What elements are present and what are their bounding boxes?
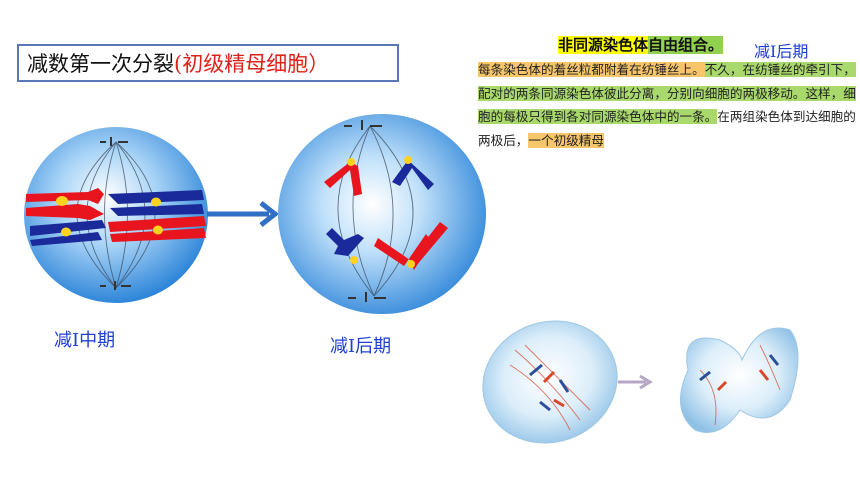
dividing-cell-illustration <box>482 320 799 444</box>
anaphase-stage-label: 减Ⅰ后期 <box>754 42 809 61</box>
text-segment-3: 在两组染色体到达细胞的两极后， <box>478 109 856 148</box>
anaphase-cell-diagram <box>278 114 486 314</box>
metaphase-cell-diagram <box>24 127 208 303</box>
text-segment-1: 每条染色体的着丝粒都附着在纺锤丝上。 <box>478 62 705 77</box>
title-cell-type: (初级精母细胞） <box>174 52 330 76</box>
arrow-icon <box>207 201 280 227</box>
section-title: 减数第一次分裂(初级精母细胞） <box>17 44 399 82</box>
spindle-fibers <box>337 125 414 297</box>
homologous-pairs <box>26 188 206 246</box>
independent-assortment-heading: 非同源染色体自由组合。 <box>558 34 724 55</box>
heading-part-green: 自由组合。 <box>648 36 724 54</box>
metaphase-label: 减I中期 <box>54 330 116 351</box>
centrosome-bottom <box>348 292 386 302</box>
cell-dividing <box>679 327 799 433</box>
arrow-icon <box>618 374 653 390</box>
cell-membrane <box>24 127 208 303</box>
centrosome-top <box>344 120 382 130</box>
cell-before-division <box>482 320 618 444</box>
title-main: 减数第一次分裂 <box>27 52 174 76</box>
centrosome-top <box>100 137 128 146</box>
textbook-paragraph: 每条染色体的着丝粒都附着在纺锤丝上。不久，在纺锤丝的牵引下，配对的两条同源染色体… <box>478 58 856 152</box>
separating-chromosomes <box>324 156 448 270</box>
anaphase-label: 减I后期 <box>330 336 392 357</box>
heading-part-yellow: 非同源染色体 <box>558 36 649 54</box>
centrosome-bottom <box>100 281 131 290</box>
cell-membrane <box>278 114 486 314</box>
text-segment-4: 一个初级精母 <box>528 132 604 148</box>
